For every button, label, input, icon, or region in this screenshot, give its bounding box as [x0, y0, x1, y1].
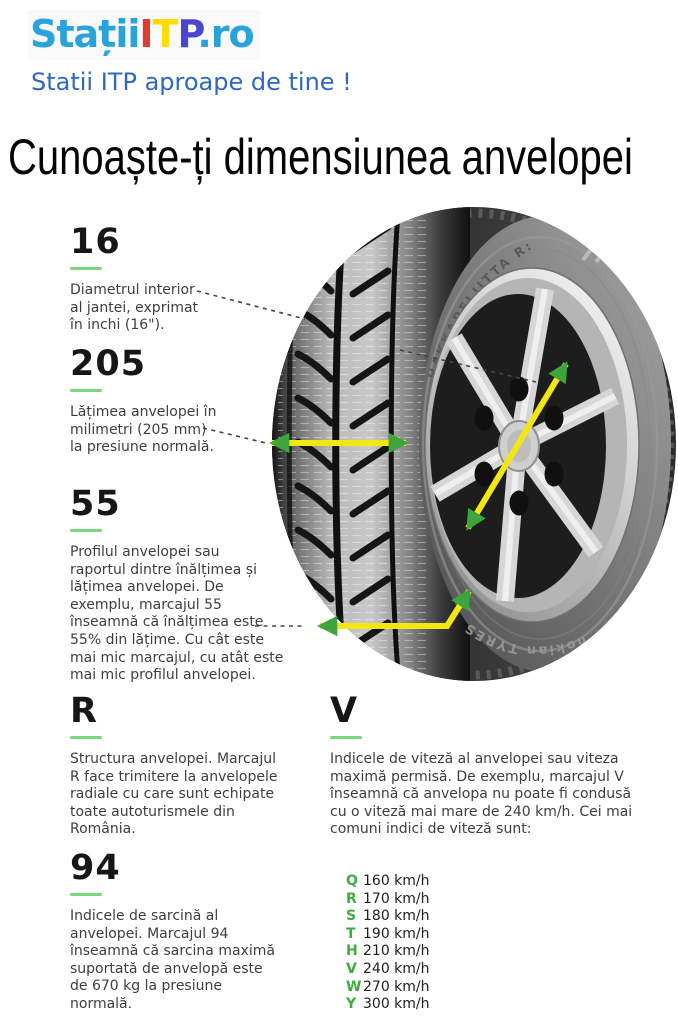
spec-section-r: R Structura anvelopei. Marcajul R face t…: [70, 693, 350, 839]
speed-value: 210 km/h: [363, 943, 430, 960]
spec-v-description: Indicele de viteză al anvelopei sau vite…: [330, 751, 633, 838]
spec-205-marking: 205: [70, 344, 147, 384]
speed-letter: Q: [346, 873, 358, 889]
spec-v-underline: [330, 736, 362, 739]
speed-row-q: Q 160 km/h: [346, 873, 430, 891]
profile-arrow: [316, 588, 472, 637]
speed-row-s: S 180 km/h: [346, 908, 430, 926]
speed-value: 160 km/h: [363, 873, 430, 889]
spec-r-marking: R: [70, 691, 98, 731]
diameter-arrow: [465, 361, 569, 531]
wheel-rim: [424, 267, 640, 623]
speed-value: 190 km/h: [363, 925, 430, 942]
measure-arrows: [268, 361, 569, 637]
spec-55-marking: 55: [70, 484, 121, 524]
spec-94-marking: 94: [70, 848, 121, 888]
spec-94-underline: [70, 893, 102, 896]
spec-section-55: 55 Profilul anvelopei sau raportul dintr…: [70, 486, 350, 685]
speed-index-list: Q 160 km/h R 170 km/h S 180 km/h T 190 k…: [346, 873, 430, 1014]
logo-part-statii: Stații: [30, 12, 140, 56]
speed-value: 170 km/h: [363, 890, 430, 907]
page-title: Cunoaște-ți dimensiunea anvelopei: [8, 129, 633, 185]
spec-r-description: Structura anvelopei. Marcajul R face tri…: [70, 751, 278, 838]
site-tagline: Statii ITP aproape de tine !: [31, 68, 352, 96]
speed-row-h: H 210 km/h: [346, 943, 430, 961]
connector-205: [202, 427, 267, 444]
spec-55-underline: [70, 529, 102, 532]
spec-94-description: Indicele de sarcină al anvelopei. Marcaj…: [70, 908, 275, 1012]
speed-row-y: Y 300 km/h: [346, 996, 430, 1014]
speed-letter: W: [346, 978, 362, 995]
speed-letter: T: [346, 925, 356, 942]
spec-section-16: 16 Diametrul interior al jantei, exprima…: [70, 224, 290, 335]
speed-row-v: V 240 km/h: [346, 961, 430, 979]
spec-section-94: 94 Indicele de sarcină al anvelopei. Mar…: [70, 850, 350, 1014]
logo-part-p: P: [177, 12, 198, 56]
site-logo[interactable]: StațiiITP.ro: [28, 10, 260, 60]
spec-205-description: Lățimea anvelopei în milimetri (205 mm) …: [70, 404, 217, 456]
speed-letter: Y: [346, 996, 357, 1013]
logo-part-t: T: [152, 12, 179, 56]
spec-v-marking: V: [330, 691, 359, 731]
speed-letter: S: [346, 908, 357, 925]
spec-section-v: V Indicele de viteză al anvelopei sau vi…: [330, 693, 678, 839]
speed-value: 270 km/h: [363, 978, 430, 995]
speed-letter: H: [346, 943, 358, 960]
speed-value: 300 km/h: [363, 996, 430, 1013]
spec-16-marking: 16: [70, 222, 121, 262]
speed-letter: R: [346, 890, 357, 907]
spec-16-description: Diametrul interior al jantei, exprimat î…: [70, 282, 199, 334]
spec-55-description: Profilul anvelopei sau raportul dintre î…: [70, 544, 284, 684]
spec-r-underline: [70, 736, 102, 739]
tire-image: HAKKAPELIITTA R: nokian TYRES: [196, 207, 676, 681]
logo-part-ro: .ro: [197, 12, 254, 56]
speed-value: 180 km/h: [363, 908, 430, 925]
logo-part-i: I: [139, 12, 153, 56]
spec-205-underline: [70, 389, 102, 392]
speed-row-w: W 270 km/h: [346, 979, 430, 997]
speed-letter: V: [346, 960, 357, 977]
speed-row-t: T 190 km/h: [346, 926, 430, 944]
spec-section-205: 205 Lățimea anvelopei în milimetri (205 …: [70, 346, 290, 457]
speed-row-r: R 170 km/h: [346, 891, 430, 909]
speed-value: 240 km/h: [363, 960, 430, 977]
spec-16-underline: [70, 267, 102, 270]
